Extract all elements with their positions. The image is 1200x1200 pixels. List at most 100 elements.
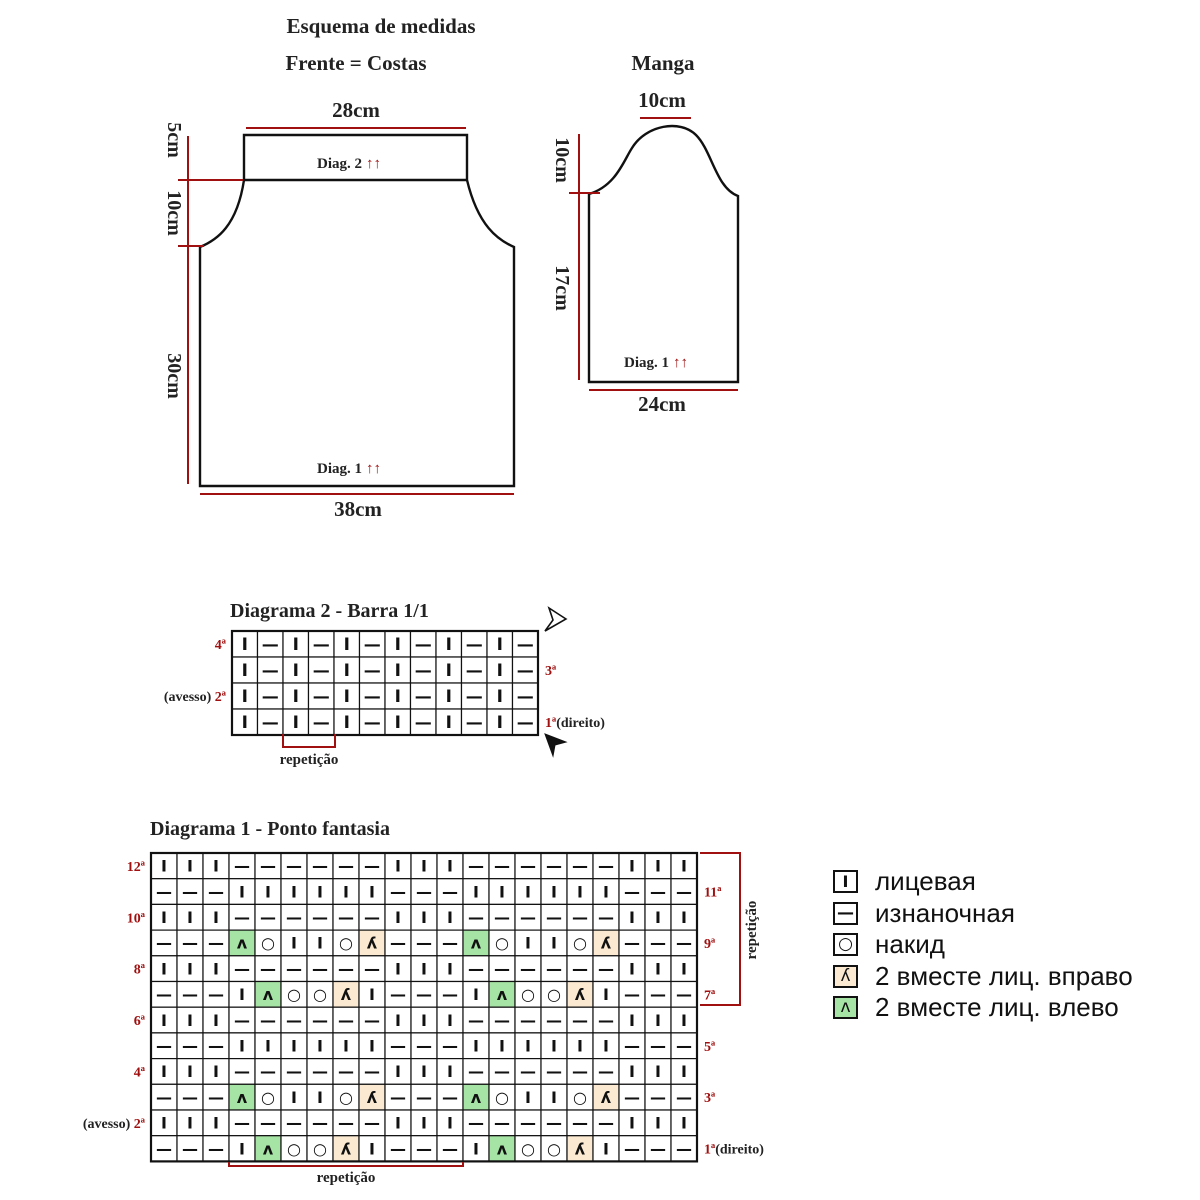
diagram1-cell: — xyxy=(150,878,178,906)
diagram1-cell: ʌ xyxy=(488,1135,516,1162)
knit-symbol: I xyxy=(395,959,401,978)
diagram2-cell: I xyxy=(384,656,412,684)
diagram2-start-arrow-icon xyxy=(544,733,568,758)
diagram1-cell: ʎ xyxy=(566,1135,594,1162)
knit-symbol: I xyxy=(213,857,219,876)
diagram1-row-number: 7ª xyxy=(704,988,716,1003)
diagram1-cell: — xyxy=(150,929,178,957)
diagram2-cell: I xyxy=(231,630,259,658)
legend-symbol-icon: ʎ xyxy=(833,964,858,988)
purl-symbol: — xyxy=(260,908,276,927)
diagram1-cell: ○ xyxy=(280,980,308,1008)
diagram1-cell-box xyxy=(202,955,230,983)
diagram1-cell: I xyxy=(644,1057,672,1085)
purl-symbol: — xyxy=(234,959,250,978)
diagram1-cell: I xyxy=(592,980,620,1008)
purl-symbol: — xyxy=(364,1062,380,1081)
diagram1-cell: I xyxy=(384,1006,412,1034)
purl-symbol: — xyxy=(262,635,279,655)
knit-symbol: I xyxy=(213,959,219,978)
diagram1-cell-box xyxy=(618,980,646,1008)
diagram1-cell: I xyxy=(618,1006,646,1034)
diagram1-cell-box xyxy=(384,955,412,983)
purl-symbol: — xyxy=(156,985,172,1004)
purl-symbol: — xyxy=(262,713,279,733)
diagram1-cell: — xyxy=(306,1057,334,1085)
diagram1-cell: — xyxy=(202,1083,230,1111)
diagram1-cell: — xyxy=(150,1083,178,1111)
diagram1-cell: ʌ xyxy=(488,980,516,1008)
yarn-over-symbol: ○ xyxy=(495,934,509,953)
knit-symbol: I xyxy=(213,908,219,927)
diagram1-cell-box xyxy=(306,1057,334,1085)
diagram1-cell-box xyxy=(202,903,230,931)
diagram2-cell-box xyxy=(282,656,310,684)
diagram1-cell-box xyxy=(540,903,568,931)
diagram1-cell-box xyxy=(436,903,464,931)
diagram1-cell: — xyxy=(644,929,672,957)
diagram1-cell: — xyxy=(410,1135,438,1162)
yarn-over-symbol: ○ xyxy=(521,985,535,1004)
k2tog-left-symbol: ʌ xyxy=(237,1088,248,1107)
diagram1-cell: I xyxy=(410,1057,438,1085)
purl-symbol: — xyxy=(442,1088,458,1107)
diagram1-cell: — xyxy=(566,1057,594,1085)
diagram1-row-number: 4ª xyxy=(134,1065,146,1080)
diagram1-cell: I xyxy=(670,1006,698,1034)
diagram1-cell: I xyxy=(618,1057,646,1085)
knit-symbol: I xyxy=(446,661,452,681)
k2tog-right-symbol: ʎ xyxy=(341,985,352,1004)
knit-symbol: I xyxy=(525,934,531,953)
knit-symbol: I xyxy=(446,713,452,733)
diagram1-cell-box xyxy=(254,878,282,906)
knit-symbol: I xyxy=(421,857,427,876)
diagram1-cell-box xyxy=(254,903,282,931)
purl-symbol: — xyxy=(494,959,510,978)
diagram1-cell-box xyxy=(306,980,334,1008)
diagram2-cell: — xyxy=(358,708,386,736)
diagram1-cell: ʌ xyxy=(462,1083,490,1111)
purl-symbol: — xyxy=(650,1037,666,1056)
diagram1-cell-box xyxy=(618,1032,646,1060)
diagram1-cell: I xyxy=(228,1032,256,1060)
diagram1-cell: — xyxy=(332,852,360,880)
diagram2-cell: I xyxy=(435,630,463,658)
diagram1-cell: — xyxy=(254,1006,282,1034)
diagram1-cell: I xyxy=(618,955,646,983)
diagram1-cell: ʎ xyxy=(332,980,360,1008)
diagram1-cell: ʎ xyxy=(358,1083,386,1111)
diagram1-cell-box xyxy=(280,929,308,957)
diagram1-row-number: 10ª xyxy=(127,911,146,926)
purl-symbol: — xyxy=(312,857,328,876)
diagram1-cell-box xyxy=(670,1032,698,1060)
knit-symbol: I xyxy=(629,1062,635,1081)
knit-symbol: I xyxy=(291,882,297,901)
purl-symbol: — xyxy=(415,713,432,733)
knit-symbol: I xyxy=(317,882,323,901)
diagram1-cell-box xyxy=(228,1135,256,1162)
knit-symbol: I xyxy=(344,635,350,655)
diagram1-cell: I xyxy=(150,955,178,983)
legend-symbol-icon: ○ xyxy=(833,933,858,957)
purl-symbol: — xyxy=(390,1088,406,1107)
diagram1-cell: I xyxy=(462,980,490,1008)
diagram2-cell: I xyxy=(486,708,514,736)
diagram2-cell-box xyxy=(358,708,386,736)
diagram1-cell: I xyxy=(514,929,542,957)
diagram1-cell: — xyxy=(202,878,230,906)
diagram1-cell: — xyxy=(618,929,646,957)
diagram1-cell: I xyxy=(462,1032,490,1060)
diagram1-repeat-bracket xyxy=(228,1162,464,1167)
diagram1-cell: — xyxy=(592,1057,620,1085)
purl-symbol: — xyxy=(262,661,279,681)
diagram1-cell: — xyxy=(592,852,620,880)
diagram1-cell-box xyxy=(202,1057,230,1085)
diagram2-cell: — xyxy=(511,656,539,684)
diagram2-cell: I xyxy=(282,630,310,658)
purl-symbol: — xyxy=(416,1088,432,1107)
diagram1-cell: — xyxy=(670,878,698,906)
knit-symbol: I xyxy=(161,1011,167,1030)
diagram1-cell-box xyxy=(644,878,672,906)
diagram1-cell: — xyxy=(514,903,542,931)
diagram1-cell-box xyxy=(150,1032,178,1060)
